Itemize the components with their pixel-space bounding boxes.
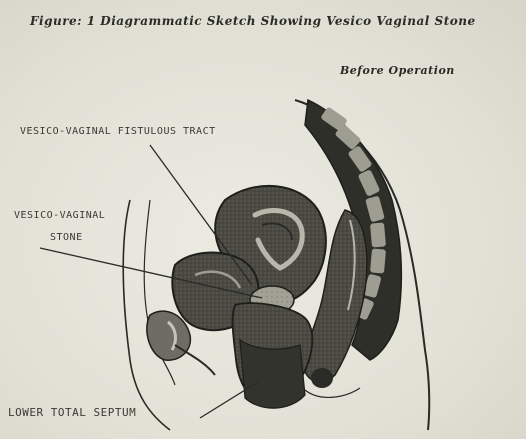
label-vesico-vaginal: VESICO-VAGINAL — [14, 210, 105, 221]
label-fistulous-tract: VESICO-VAGINAL FISTULOUS TRACT — [20, 126, 216, 137]
label-stone: STONE — [50, 232, 83, 243]
pubic-lower — [175, 345, 215, 375]
lower-septum — [240, 340, 305, 408]
label-lower-septum: LOWER TOTAL SEPTUM — [8, 406, 136, 419]
anus — [311, 368, 333, 388]
